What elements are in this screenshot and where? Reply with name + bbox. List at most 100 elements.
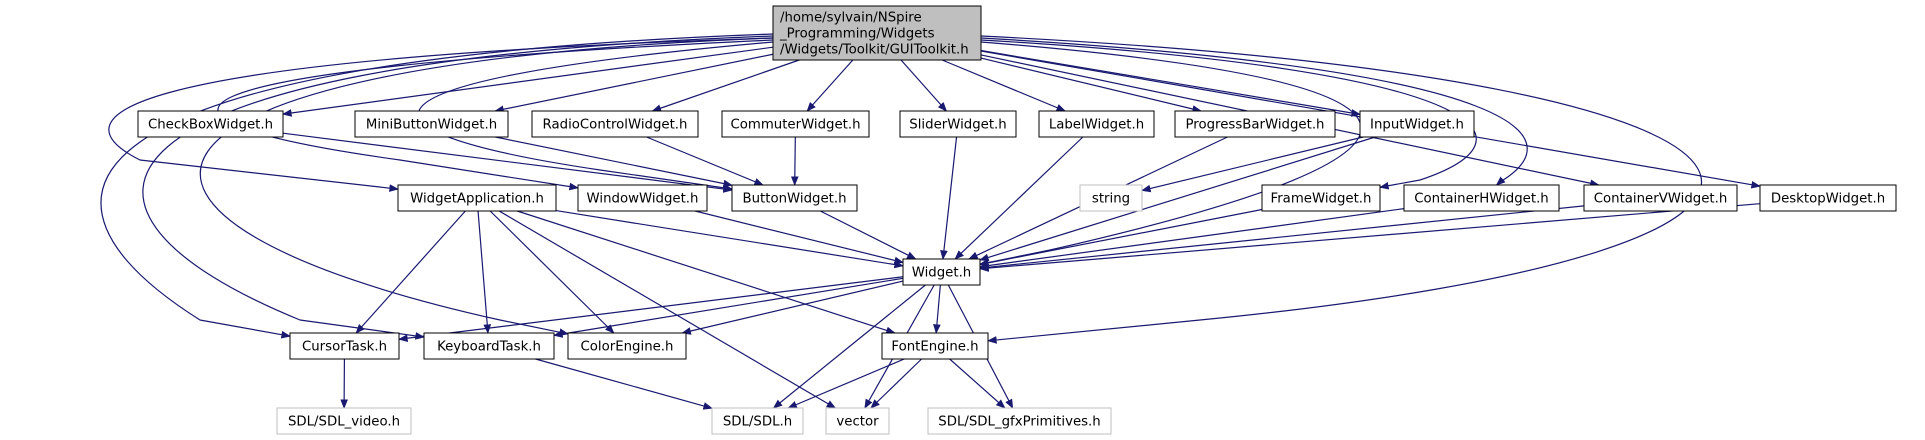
node-box-button xyxy=(731,184,858,212)
edge-window-to-widget xyxy=(694,210,904,265)
edge-font-to-gfx xyxy=(949,358,1006,409)
node-label-gfx: SDL/SDL_gfxPrimitives.h xyxy=(938,415,1100,430)
edge-widget-to-cursor xyxy=(398,276,904,342)
node-minibutton[interactable]: MiniButtonWidget.h xyxy=(354,110,509,138)
edge-root-to-commuter xyxy=(806,59,854,112)
node-widgetapp[interactable]: WidgetApplication.h xyxy=(397,184,557,212)
node-label-sdl: SDL/SDL.h xyxy=(723,415,792,430)
node-string: string xyxy=(1079,184,1143,212)
node-label-label: LabelWidget.h xyxy=(1049,118,1144,133)
node-box-containerv xyxy=(1583,184,1738,212)
node-box-label xyxy=(1038,110,1155,138)
node-label-root: /Widgets/Toolkit/GUIToolkit.h xyxy=(780,43,969,58)
node-sdlvideo: SDL/SDL_video.h xyxy=(276,407,412,435)
node-label-minibutton: MiniButtonWidget.h xyxy=(366,118,497,133)
edge-keyboard-to-sdl xyxy=(535,358,713,410)
node-widget[interactable]: Widget.h xyxy=(902,258,981,286)
edge-slider-to-widget xyxy=(940,136,958,260)
node-label-vector: vector xyxy=(836,415,879,430)
node-label-containerh: ContainerHWidget.h xyxy=(1414,192,1548,207)
node-box-font xyxy=(881,332,989,360)
node-box-widget xyxy=(902,258,981,286)
node-desktop[interactable]: DesktopWidget.h xyxy=(1759,184,1897,212)
node-keyboard[interactable]: KeyboardTask.h xyxy=(423,332,555,360)
node-label-slider: SliderWidget.h xyxy=(909,118,1006,133)
edge-root-to-minibutton xyxy=(494,53,774,114)
edge-root-to-widget xyxy=(979,41,1362,267)
edge-widgetapp-to-color xyxy=(489,210,615,334)
edge-widgetapp-to-widget xyxy=(555,209,904,269)
edge-widget-to-sdl xyxy=(772,284,926,409)
edge-root-to-containerh xyxy=(980,37,1528,186)
node-slider[interactable]: SliderWidget.h xyxy=(899,110,1017,138)
edge-radio-to-button xyxy=(646,136,764,186)
edge-widgetapp-to-cursor xyxy=(355,210,466,334)
node-box-input xyxy=(1359,110,1475,138)
edge-root-to-progress xyxy=(980,57,1202,113)
node-box-sdl xyxy=(711,407,804,435)
node-box-color xyxy=(567,332,687,360)
node-progress[interactable]: ProgressBarWidget.h xyxy=(1174,110,1336,138)
node-label-frame: FrameWidget.h xyxy=(1271,192,1372,207)
nodes-layer: /home/sylvain/NSpire_Programming/Widgets… xyxy=(137,5,1897,435)
edge-root-to-cursor xyxy=(100,33,774,339)
node-box-checkbox xyxy=(137,110,284,138)
node-label-root: _Programming/Widgets xyxy=(779,27,935,42)
edge-minibutton-to-button xyxy=(495,136,733,188)
node-label-commuter: CommuterWidget.h xyxy=(730,118,860,133)
edge-checkbox-to-button xyxy=(282,132,733,193)
node-button[interactable]: ButtonWidget.h xyxy=(731,184,858,212)
edge-widget-to-font xyxy=(933,284,941,334)
node-label-radio: RadioControlWidget.h xyxy=(543,118,688,133)
node-box-frame xyxy=(1261,184,1381,212)
node-radio[interactable]: RadioControlWidget.h xyxy=(531,110,699,138)
edge-widgetapp-to-vector xyxy=(498,210,837,409)
edge-root-to-color xyxy=(199,37,774,336)
node-checkbox[interactable]: CheckBoxWidget.h xyxy=(137,110,284,138)
edge-widget-to-color xyxy=(681,280,904,335)
edge-widgetapp-to-font xyxy=(517,210,896,334)
node-box-commuter xyxy=(721,110,870,138)
node-root[interactable]: /home/sylvain/NSpire_Programming/Widgets… xyxy=(772,5,982,61)
node-box-slider xyxy=(899,110,1017,138)
edge-containerh-to-widget xyxy=(979,208,1405,270)
node-box-radio xyxy=(531,110,699,138)
edge-widgetapp-to-keyboard xyxy=(477,210,492,334)
node-containerh[interactable]: ContainerHWidget.h xyxy=(1403,184,1560,212)
node-box-desktop xyxy=(1759,184,1897,212)
node-label-color: ColorEngine.h xyxy=(581,340,674,355)
node-sdl: SDL/SDL.h xyxy=(711,407,804,435)
node-cursor[interactable]: CursorTask.h xyxy=(289,332,400,360)
node-input[interactable]: InputWidget.h xyxy=(1359,110,1475,138)
node-box-minibutton xyxy=(354,110,509,138)
edge-root-to-checkbox xyxy=(282,46,774,117)
edge-font-to-sdl xyxy=(787,358,905,409)
node-box-string xyxy=(1079,184,1143,212)
node-label-progress: ProgressBarWidget.h xyxy=(1186,118,1325,133)
edge-root-to-input xyxy=(980,49,1361,117)
node-box-progress xyxy=(1174,110,1336,138)
node-label-font: FontEngine.h xyxy=(891,340,978,355)
node-label[interactable]: LabelWidget.h xyxy=(1038,110,1155,138)
node-font[interactable]: FontEngine.h xyxy=(881,332,989,360)
node-window[interactable]: WindowWidget.h xyxy=(577,184,708,212)
edge-input-to-string xyxy=(1141,136,1364,193)
node-frame[interactable]: FrameWidget.h xyxy=(1261,184,1381,212)
node-box-root xyxy=(772,5,982,61)
node-containerv[interactable]: ContainerVWidget.h xyxy=(1583,184,1738,212)
edge-root-to-slider xyxy=(900,59,948,112)
node-vector: vector xyxy=(825,407,890,435)
node-label-desktop: DesktopWidget.h xyxy=(1771,192,1885,207)
node-label-root: /home/sylvain/NSpire xyxy=(780,11,922,26)
node-box-keyboard xyxy=(423,332,555,360)
edge-root-to-keyboard xyxy=(142,35,774,340)
node-commuter[interactable]: CommuterWidget.h xyxy=(721,110,870,138)
node-color[interactable]: ColorEngine.h xyxy=(567,332,687,360)
node-label-sdlvideo: SDL/SDL_video.h xyxy=(288,415,400,430)
node-box-vector xyxy=(825,407,890,435)
edge-desktop-to-widget xyxy=(979,203,1761,272)
edge-root-to-font xyxy=(980,35,1703,344)
edge-button-to-widget xyxy=(820,210,917,260)
edge-root-to-label xyxy=(941,59,1067,112)
node-label-keyboard: KeyboardTask.h xyxy=(437,340,541,355)
